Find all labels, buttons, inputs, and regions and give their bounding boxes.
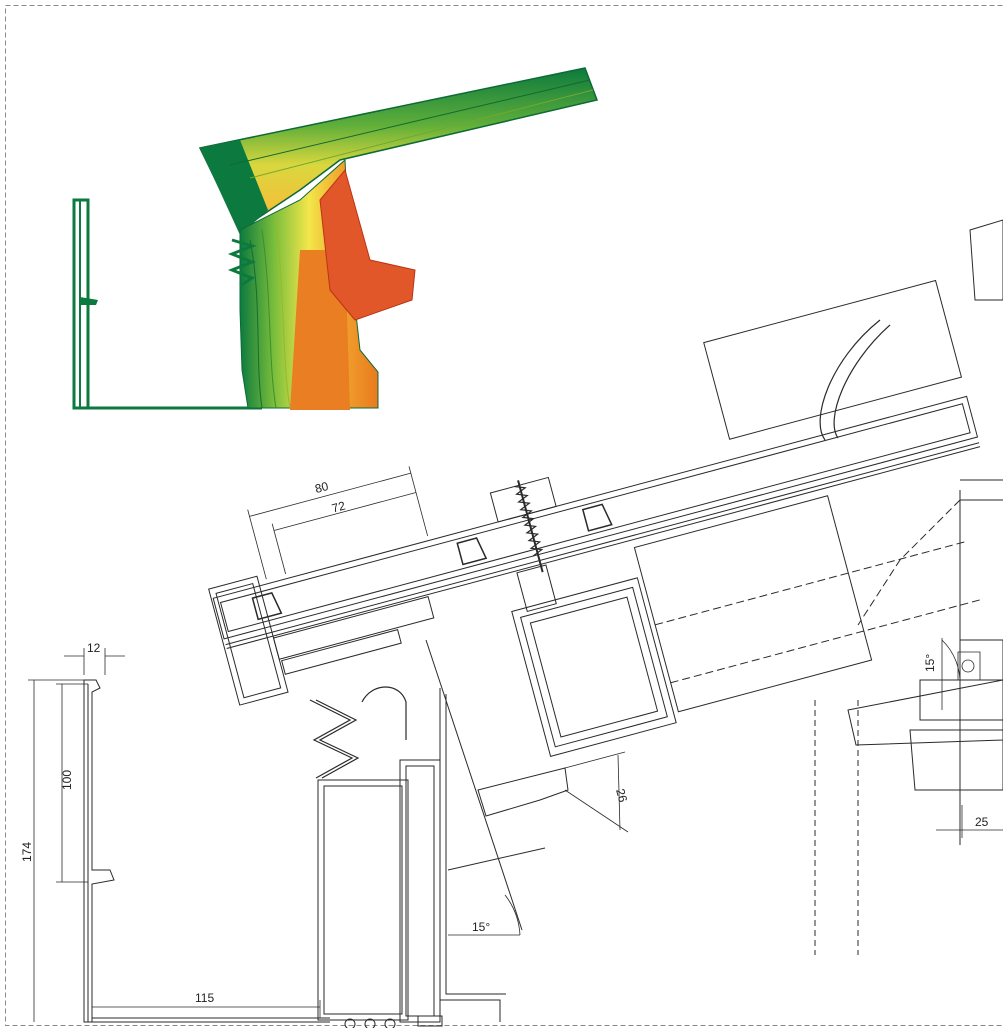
dim-26-label: 26 (613, 787, 630, 804)
page-frame (6, 6, 1003, 1026)
angle-lower-label: 15° (472, 920, 490, 934)
dim-174 (28, 680, 84, 1022)
dim-25-label: 25 (975, 815, 989, 829)
thermal-isotherm-diagram (74, 68, 597, 410)
dim-80-72 (248, 466, 428, 579)
dim-80-label: 80 (313, 479, 330, 496)
dim-72-label: 72 (330, 498, 347, 515)
dim-100-label: 100 (60, 770, 74, 790)
left-wall-profile (84, 680, 330, 1022)
angle-upper-label: 15° (923, 654, 937, 672)
dim-12-label: 12 (87, 641, 101, 655)
angle-upper (942, 638, 980, 710)
dim-25 (936, 805, 1003, 838)
dim-174-label: 174 (20, 842, 34, 862)
dim-115-label: 115 (195, 991, 214, 1005)
